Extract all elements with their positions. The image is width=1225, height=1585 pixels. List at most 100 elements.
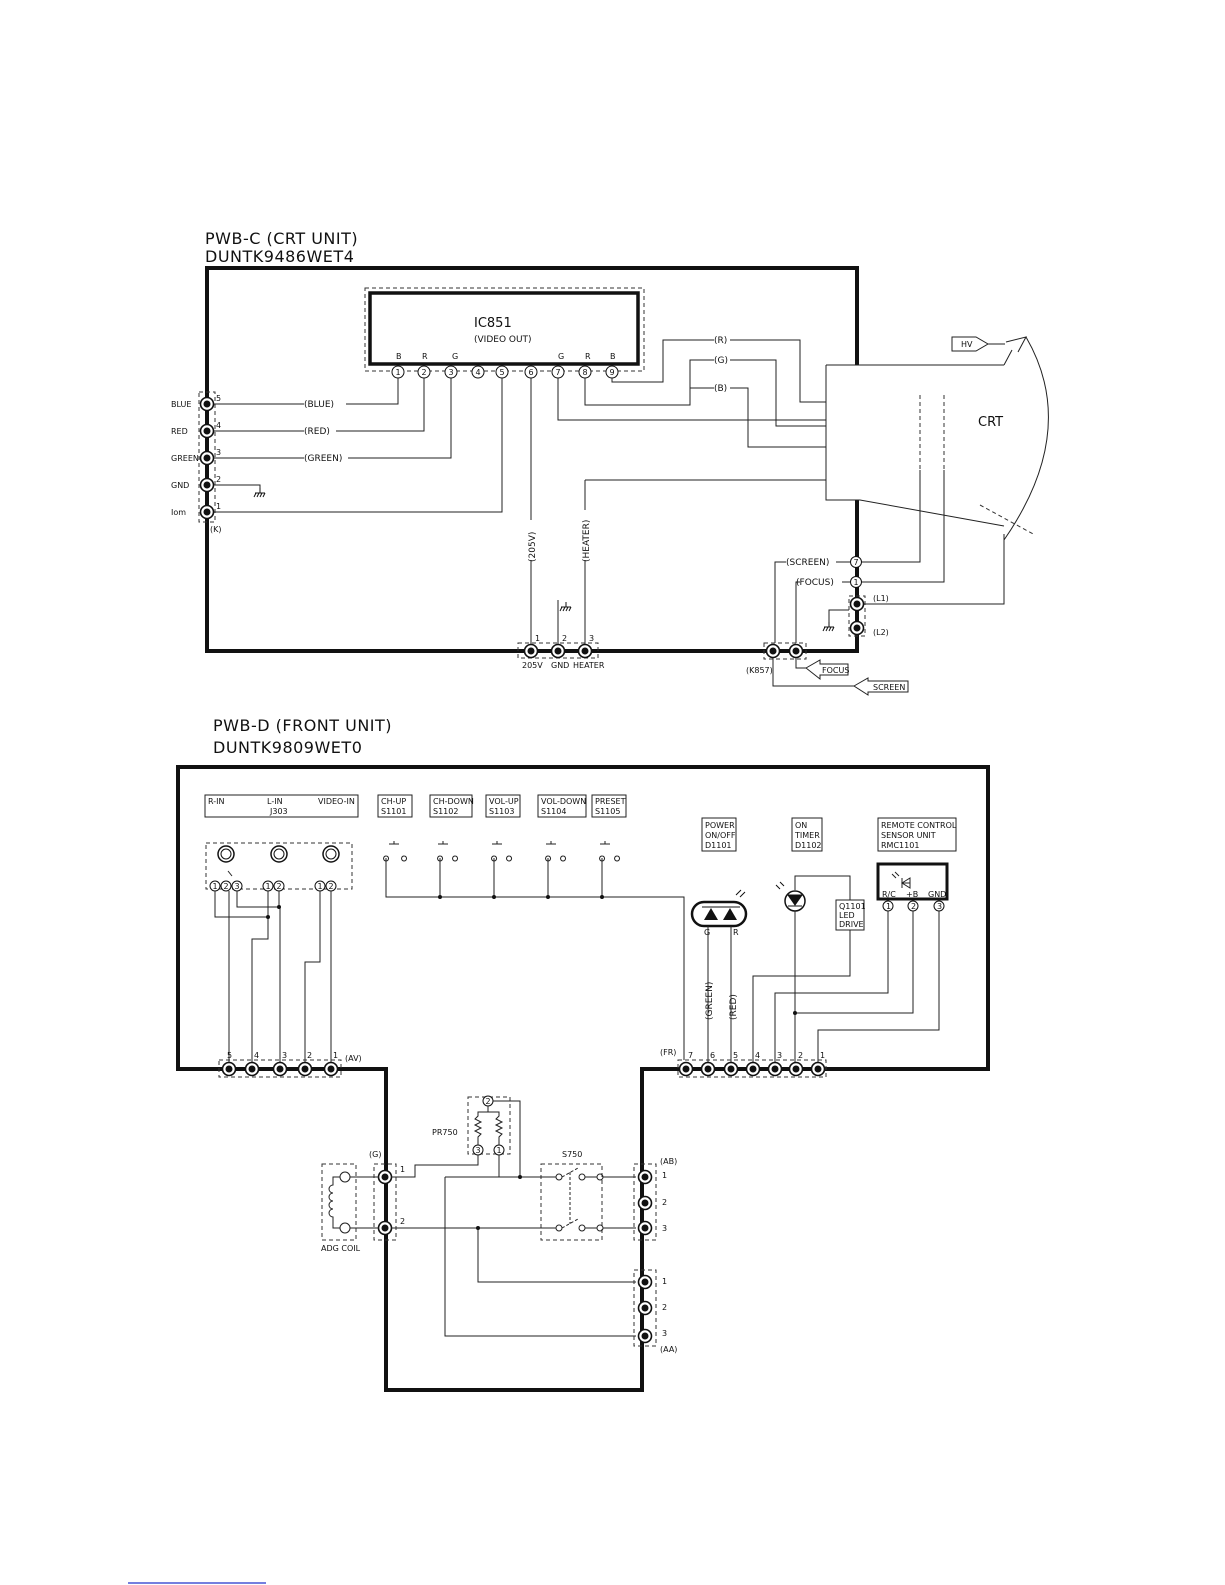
crt-tube [825, 336, 1049, 541]
remote-line-3: RMC1101 [881, 841, 919, 850]
ic851-label-r1: R [422, 352, 428, 361]
switch-vol-down: VOL-DOWN [541, 797, 586, 806]
k-pin-3-num: 3 [216, 448, 221, 457]
jack-r-in: R-IN [208, 797, 224, 806]
fr-pin-4: 4 [755, 1051, 760, 1060]
s750-label: S750 [562, 1150, 582, 1159]
k-pin-5-name: BLUE [171, 400, 191, 409]
jack-pin-7: 2 [329, 882, 334, 891]
switch-ch-down: CH-DOWN [433, 797, 474, 806]
k-pin-4-num: 4 [216, 421, 221, 430]
ic-pin-5: 5 [500, 368, 505, 377]
ic851-dashed-outline [364, 287, 645, 372]
av-pin-5: 5 [227, 1051, 232, 1060]
s750-outline [540, 1163, 603, 1241]
remote-line-1: REMOTE CONTROL [881, 821, 957, 830]
fr-pin-3: 3 [777, 1051, 782, 1060]
ic851-label-r2: R [585, 352, 591, 361]
bottom-pin-1: 1 [535, 634, 540, 643]
av-pin-4: 4 [254, 1051, 259, 1060]
aa-pin-1: 1 [662, 1277, 667, 1286]
s750-switch [541, 1167, 604, 1232]
rgb-wires [557, 339, 826, 448]
l-connector-outline [848, 595, 866, 637]
vertical-wires [530, 378, 826, 645]
pr750-resistors [473, 1100, 521, 1177]
lower-wires [391, 1155, 636, 1337]
hv-arrow [951, 336, 1005, 352]
av-pin-2: 2 [307, 1051, 312, 1060]
k-pin-1-num: 1 [216, 502, 221, 511]
aa-connector-outline [633, 1269, 657, 1347]
wire-label-screen: (SCREEN) [786, 558, 829, 568]
hv-label: HV [961, 340, 973, 349]
l2-label: (L2) [873, 628, 889, 637]
pwb-d-board-outline [176, 765, 990, 1392]
pwb-c-title: PWB-C (CRT UNIT) [205, 229, 358, 248]
k857-label: (K857) [746, 666, 773, 675]
remote-pin-rc: R/C [882, 890, 896, 899]
jack-wires [214, 870, 332, 1062]
power-line-2: ON/OFF [705, 831, 736, 840]
remote-sensor-photodiode-icon [891, 871, 911, 889]
pr-pin-1: 1 [497, 1146, 502, 1155]
fr-pin-2: 2 [798, 1051, 803, 1060]
adg-coil-outline [321, 1163, 357, 1241]
remote-pin-1-num: 1 [886, 902, 891, 911]
switch-ch-down-ref: S1102 [433, 807, 458, 816]
timer-line-1: ON [795, 821, 807, 830]
pin-7-label: 7 [854, 558, 859, 567]
k-connector-outline [198, 391, 216, 523]
timer-line-2: TIMER [794, 831, 820, 840]
jack-box [204, 794, 359, 818]
led-r-label: R [733, 928, 739, 937]
ic851-label-g1: G [452, 352, 458, 361]
switch-vol-down-ref: S1104 [541, 807, 566, 816]
bottom-name-heater: HEATER [573, 661, 605, 670]
ic851-label-b2: B [610, 352, 616, 361]
switch-ch-up-ref: S1101 [381, 807, 406, 816]
wire-label-red-d: (RED) [729, 994, 739, 1020]
focus-arrow-label: FOCUS [822, 666, 849, 675]
remote-pin-2-num: 2 [911, 902, 916, 911]
k-pin-5-num: 5 [216, 394, 221, 403]
wire-label-205v: (205V) [528, 532, 538, 562]
fr-connector-outline [677, 1059, 827, 1078]
switch-preset-ref: S1105 [595, 807, 620, 816]
remote-pin-3-num: 3 [937, 902, 942, 911]
wire-label-heater: (HEATER) [582, 520, 592, 562]
bottom-pin-3: 3 [589, 634, 594, 643]
remote-line-2: SENSOR UNIT [881, 831, 936, 840]
ic-pin-6: 6 [529, 368, 534, 377]
k-pin-4-name: RED [171, 427, 188, 436]
ic-pin-3: 3 [449, 368, 454, 377]
screen-focus-wires [774, 470, 1005, 643]
wire-label-red: (RED) [304, 427, 330, 437]
screen-arrow-label: SCREEN [873, 683, 905, 692]
pwb-c-part-number: DUNTK9486WET4 [205, 247, 354, 266]
jack-pin-1: 1 [213, 882, 218, 891]
remote-box [877, 817, 957, 852]
ic851-label-b1: B [396, 352, 402, 361]
fr-wires [707, 875, 940, 1062]
jack-ref: J303 [269, 807, 288, 816]
ic851-description: (VIDEO OUT) [474, 335, 532, 345]
k857-outline [763, 642, 807, 660]
jack-pin-6: 1 [318, 882, 323, 891]
switch-box-ch-up [377, 794, 413, 818]
switch-preset: PRESET [595, 797, 626, 806]
l1-label: (L1) [873, 594, 889, 603]
av-pin-3: 3 [282, 1051, 287, 1060]
timer-line-3: D1102 [795, 841, 822, 850]
ic851-pins: 1 2 3 4 5 6 7 8 9 [391, 365, 619, 379]
jack-pin-2: 2 [224, 882, 229, 891]
timer-led-rays-icon [775, 881, 785, 890]
timer-led-diode-icon [787, 894, 803, 907]
av-connector-outline [218, 1059, 342, 1078]
av-pin-1: 1 [333, 1051, 338, 1060]
g-connector-label: (G) [369, 1150, 381, 1159]
ic-pin-4: 4 [476, 368, 481, 377]
switch-box-vol-down [537, 794, 587, 818]
aa-pin-3: 3 [662, 1329, 667, 1338]
